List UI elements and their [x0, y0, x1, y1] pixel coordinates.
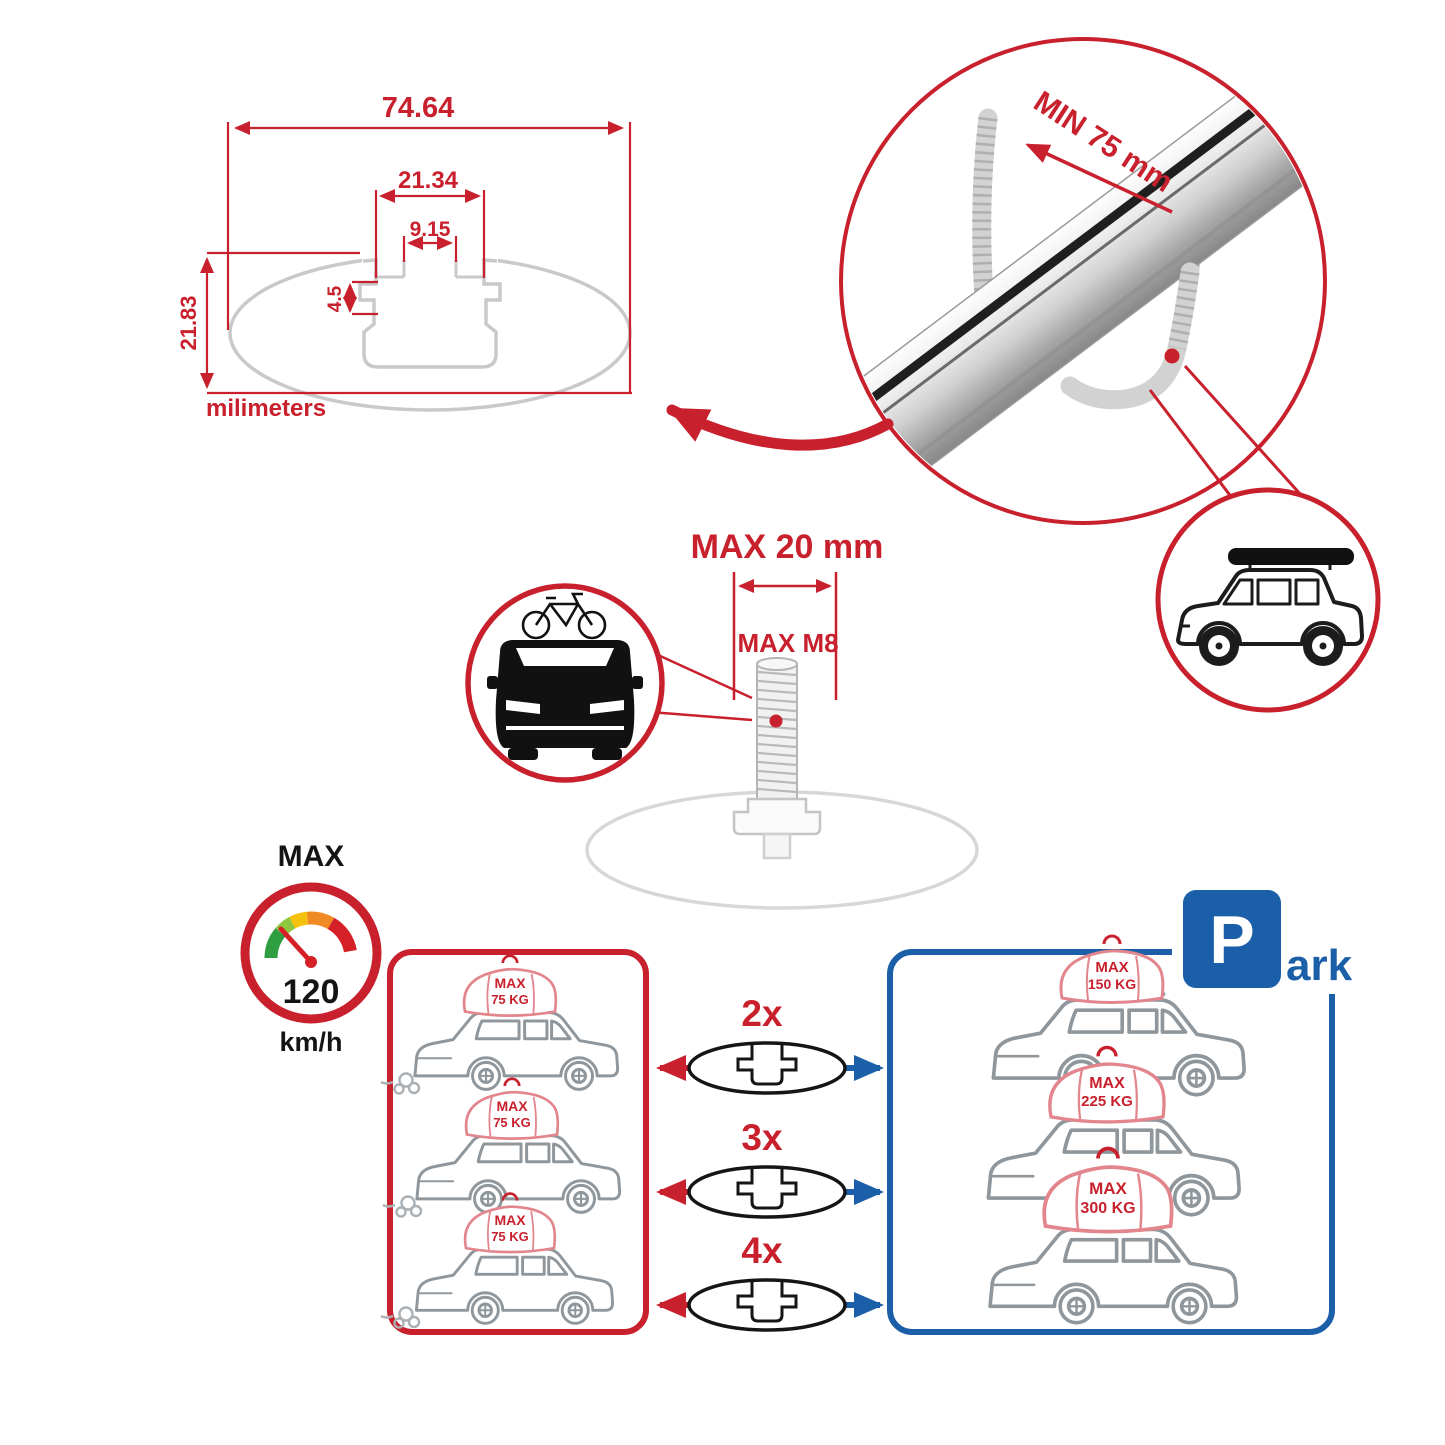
- t-slot-lips: [376, 260, 484, 279]
- aluminum-crossbar: [844, 57, 1322, 500]
- bike-circle-pointer-1: [657, 653, 753, 700]
- clamp-hook-left: [972, 108, 998, 308]
- row1-crossbar-profile: [687, 1041, 847, 1095]
- multiplier-2x: 2x: [741, 993, 783, 1034]
- speedometer-ring: [240, 882, 382, 1024]
- clamp-hook-right-lower: [1060, 262, 1200, 410]
- dim-slot-inner: 9.15: [410, 218, 451, 241]
- channel-mask: [362, 246, 498, 342]
- threaded-bolt: [732, 657, 822, 860]
- t-slot-channel-profile: [358, 258, 502, 369]
- pbag2-max: MAX: [1089, 1075, 1125, 1092]
- bike-circle-pointer-2: [649, 710, 753, 722]
- zoom-arrow: [666, 404, 894, 451]
- units-label: milimeters: [206, 395, 326, 422]
- bag1-kg: 75 KG: [491, 992, 529, 1007]
- suv-with-roofbox: [1176, 548, 1364, 666]
- speedometer-gauge: [264, 911, 357, 959]
- pbag3-max: MAX: [1089, 1179, 1127, 1198]
- min-clamp-arrow: [1025, 143, 1173, 214]
- suv-roofbox-circle: [1155, 487, 1381, 713]
- pbag1-max: MAX: [1095, 959, 1128, 976]
- dim-total-width: 74.64: [382, 92, 455, 124]
- speed-value: 120: [283, 973, 340, 1011]
- row3-crossbar-profile: [687, 1278, 847, 1332]
- thread-pointer-dot: [769, 714, 783, 728]
- cross-section-drawing: 74.64 21.34 9.15 4.5 21.83 milimeters: [176, 92, 632, 422]
- parking-ark: ark: [1286, 941, 1353, 990]
- roof-box: [1228, 548, 1354, 565]
- speed-limit-badge: MAX 120 km/h: [240, 840, 382, 1057]
- dim-height: 21.83: [176, 295, 201, 350]
- bag3-max: MAX: [494, 1212, 526, 1228]
- dim-slot-outer: 21.34: [398, 167, 459, 194]
- bolt-dimension-lines: [732, 572, 838, 700]
- speed-unit: km/h: [279, 1027, 342, 1057]
- connector-line-2: [1148, 389, 1247, 516]
- clamp-point-dot: [1164, 348, 1180, 364]
- t-nut: [732, 797, 822, 836]
- bag1-max: MAX: [494, 975, 526, 991]
- bar-count-rows: 2x 3x 4x: [656, 993, 884, 1332]
- connector-line-1: [1183, 364, 1312, 507]
- speedometer-needle: [278, 926, 314, 965]
- needle-pivot: [305, 956, 317, 968]
- speed-max-label: MAX: [278, 840, 345, 873]
- pbag1-kg: 150 KG: [1088, 976, 1136, 992]
- parking-p: P: [1209, 902, 1254, 978]
- bag2-kg: 75 KG: [493, 1115, 531, 1130]
- bag3-kg: 75 KG: [491, 1229, 529, 1244]
- dimension-lines: [200, 121, 632, 395]
- pbag3-kg: 300 KG: [1080, 1200, 1135, 1217]
- car-front-icon: [487, 640, 643, 760]
- pbag2-kg: 225 KG: [1081, 1093, 1133, 1110]
- max-width-label: MAX 20 mm: [691, 528, 884, 566]
- parking-sign-square: [1183, 890, 1281, 988]
- bag2-max: MAX: [496, 1098, 528, 1114]
- parking-sign: P ark: [1172, 884, 1357, 994]
- bike-icon: [521, 592, 607, 640]
- bike-on-car-circle: [465, 583, 665, 783]
- multiplier-4x: 4x: [741, 1230, 783, 1271]
- row2-crossbar-profile: [687, 1165, 847, 1219]
- crossbar-detail-circle: MIN 75 mm: [839, 37, 1327, 525]
- bolt-diagram: MAX 20 mm MAX M8: [585, 528, 979, 910]
- parked-load-box: MAX 150 KG MAX 225 KG MAX 300 KG: [887, 934, 1335, 1335]
- dim-lip-depth: 4.5: [325, 285, 346, 312]
- driving-load-box: MAX 75 KG MAX 75 KG MAX 75 KG: [379, 949, 649, 1335]
- max-thread-label: MAX M8: [737, 628, 838, 658]
- multiplier-3x: 3x: [741, 1117, 783, 1158]
